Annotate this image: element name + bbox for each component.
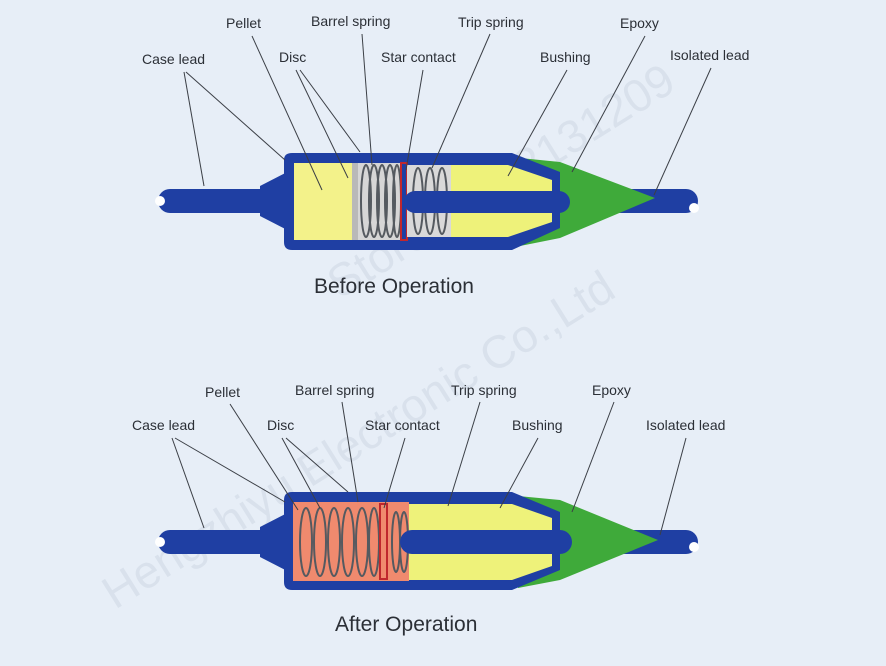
label-isolated-lead: Isolated lead <box>670 47 749 63</box>
leader-lines-before <box>183 33 712 196</box>
label-case-lead: Case lead <box>132 417 195 433</box>
caption-before: Before Operation <box>314 275 474 298</box>
label-star-contact: Star contact <box>365 417 440 433</box>
label-case-lead: Case lead <box>142 51 205 67</box>
label-bushing: Bushing <box>540 49 591 65</box>
before-operation-diagram: Case lead Pellet Disc Barrel spring Star… <box>142 13 749 298</box>
leader-lines-after <box>171 401 687 536</box>
case-lead-end <box>155 196 165 206</box>
label-disc: Disc <box>267 417 294 433</box>
label-barrel-spring: Barrel spring <box>311 13 390 29</box>
label-epoxy: Epoxy <box>620 15 659 31</box>
label-isolated-lead: Isolated lead <box>646 417 725 433</box>
plunger <box>400 530 572 554</box>
label-bushing: Bushing <box>512 417 563 433</box>
label-epoxy: Epoxy <box>592 382 631 398</box>
label-star-contact: Star contact <box>381 49 456 65</box>
label-trip-spring: Trip spring <box>458 14 524 30</box>
after-operation-diagram: Case lead Pellet Disc Barrel spring Star… <box>132 382 725 636</box>
pellet <box>294 163 352 240</box>
label-trip-spring: Trip spring <box>451 382 517 398</box>
star-contact <box>379 503 388 580</box>
label-barrel-spring: Barrel spring <box>295 382 374 398</box>
plunger <box>404 191 570 213</box>
caption-after: After Operation <box>335 613 477 636</box>
disc <box>352 163 358 240</box>
case-lead-end <box>155 537 165 547</box>
isolated-lead-end <box>689 203 699 213</box>
label-pellet: Pellet <box>205 384 240 400</box>
isolated-lead-end <box>689 542 699 552</box>
barrel-spring <box>360 164 402 238</box>
label-pellet: Pellet <box>226 15 261 31</box>
label-disc: Disc <box>279 49 306 65</box>
